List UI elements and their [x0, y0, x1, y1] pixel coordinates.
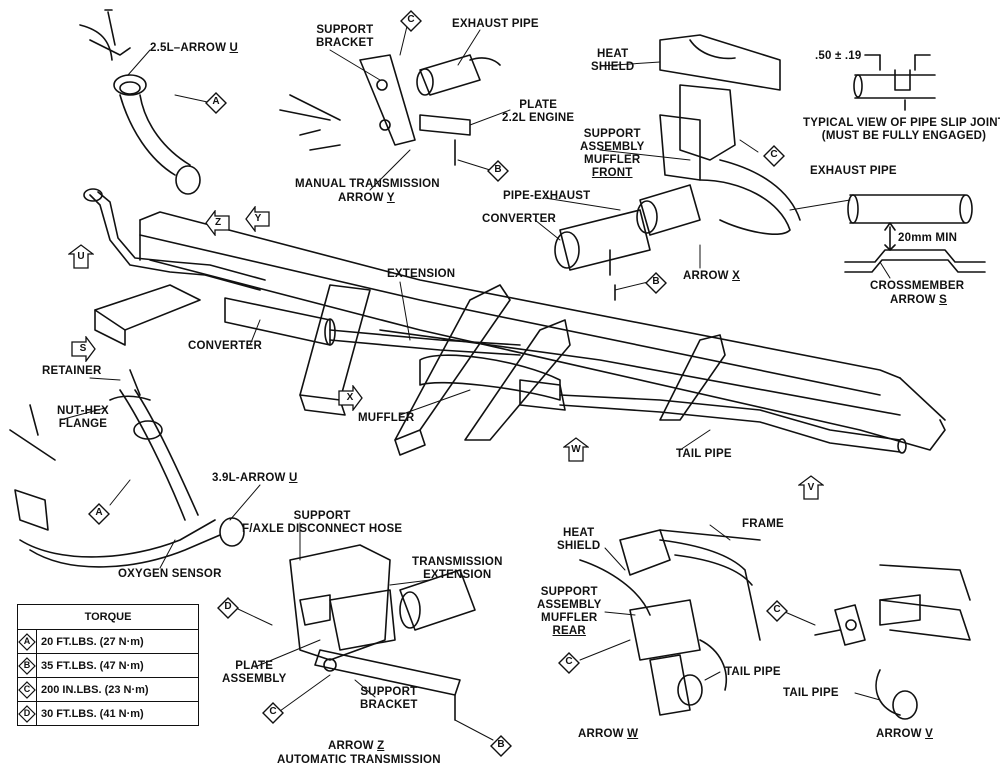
view-arrow-y-icon: Y [245, 206, 271, 232]
arrow-v-detail [814, 564, 971, 720]
label-plate-2-2l: PLATE 2.2L ENGINE [502, 99, 575, 124]
callout-a: A [88, 503, 110, 525]
label-tail-pipe-mid: TAIL PIPE [676, 448, 732, 460]
torque-row: C 200 IN.LBS. (23 N·m) [17, 677, 199, 702]
label-20mm-min: 20mm MIN [898, 232, 958, 244]
view-arrow-v-icon: V [798, 475, 824, 501]
label-heat-shield-rear: HEAT SHIELD [557, 527, 601, 552]
crossmember-3 [394, 284, 511, 456]
label-frame: FRAME [742, 518, 784, 530]
label-extension: EXTENSION [387, 268, 456, 280]
callout-c: C [400, 10, 422, 32]
label-25l-arrow-u: 2.5L–ARROW U [150, 42, 239, 54]
torque-key-diamond: A [18, 632, 36, 651]
torque-value: 30 FT.LBS. (41 N·m) [36, 701, 199, 726]
callout-c: C [763, 145, 785, 167]
torque-key-diamond: B [18, 656, 36, 675]
label-slip-joint-caption: TYPICAL VIEW OF PIPE SLIP JOINT (MUST BE… [803, 117, 1000, 142]
label-transmission-extension: TRANSMISSION EXTENSION [412, 556, 503, 581]
torque-value: 200 IN.LBS. (23 N·m) [36, 677, 199, 702]
tail-pipe-mid [559, 394, 907, 454]
label-support-bracket-top: SUPPORT BRACKET [316, 24, 374, 49]
callout-d: D [217, 597, 239, 619]
torque-value: 20 FT.LBS. (27 N·m) [36, 629, 199, 654]
label-39l-arrow-u: 3.9L-ARROW U [212, 472, 298, 484]
crossmember-s [844, 194, 986, 273]
torque-row: A 20 FT.LBS. (27 N·m) [17, 629, 199, 654]
manual-trans-support [279, 54, 501, 166]
frame-rail-left [139, 211, 946, 451]
label-crossmember: CROSSMEMBER [870, 280, 965, 292]
callout-b: B [490, 735, 512, 757]
callout-a: A [205, 92, 227, 114]
torque-header: TORQUE [17, 604, 199, 630]
label-exhaust-pipe-top: EXHAUST PIPE [452, 18, 539, 30]
torque-key-diamond: D [18, 704, 36, 723]
label-support-bracket-bottom: SUPPORT BRACKET [360, 686, 418, 711]
label-tail-pipe-rear: TAIL PIPE [725, 666, 781, 678]
frame-rail-right [379, 329, 901, 416]
label-arrow-v: ARROW V [876, 728, 933, 740]
torque-value: 35 FT.LBS. (47 N·m) [36, 653, 199, 678]
crossmember-4 [464, 319, 571, 441]
rear-support-assembly [629, 599, 727, 716]
label-tail-pipe-v: TAIL PIPE [783, 687, 839, 699]
label-muffler: MUFFLER [358, 412, 415, 424]
label-arrow-s: ARROW S [890, 294, 947, 306]
label-arrow-w: ARROW W [578, 728, 639, 740]
view-arrow-s-icon: S [70, 336, 96, 362]
label-oxygen-sensor: OXYGEN SENSOR [118, 568, 222, 580]
muffler-mid [419, 354, 566, 411]
front-converter-pipes [554, 184, 701, 301]
view-arrow-x-icon: X [337, 385, 363, 411]
label-support-disconnect-hose: SUPPORT F/AXLE DISCONNECT HOSE [242, 510, 403, 535]
label-slip-dimension: .50 ± .19 [815, 50, 862, 62]
extension-pipe [329, 329, 521, 356]
label-heat-shield-front: HEAT SHIELD [591, 48, 635, 73]
auto-trans-support [289, 544, 476, 721]
front-heat-shield [659, 34, 781, 91]
torque-row: B 35 FT.LBS. (47 N·m) [17, 653, 199, 678]
leader-lines [59, 21, 891, 741]
callout-b: B [487, 160, 509, 182]
view-arrow-z-icon: Z [205, 210, 231, 236]
torque-key-diamond: C [18, 680, 36, 699]
callout-b: B [645, 272, 667, 294]
torque-table: TORQUE A 20 FT.LBS. (27 N·m) B 35 FT.LBS… [17, 604, 199, 726]
label-converter-mid: CONVERTER [188, 340, 263, 352]
torque-header-row: TORQUE [17, 604, 199, 630]
label-arrow-z: ARROW Z [328, 740, 385, 752]
label-converter-right: CONVERTER [482, 213, 557, 225]
label-arrow-x: ARROW X [683, 270, 740, 282]
rear-heat-shield [579, 529, 761, 616]
label-manual-transmission: MANUAL TRANSMISSION [295, 178, 440, 190]
label-retainer: RETAINER [42, 365, 102, 377]
callout-c: C [766, 600, 788, 622]
torque-row: D 30 FT.LBS. (41 N·m) [17, 701, 199, 726]
view-arrow-u-icon: U [68, 244, 94, 270]
crossmember-1 [94, 284, 201, 346]
callout-c: C [558, 652, 580, 674]
slip-joint [853, 54, 936, 111]
exhaust-main-pipe [83, 188, 266, 291]
label-exhaust-pipe-right: EXHAUST PIPE [810, 165, 897, 177]
converter-mid [224, 297, 336, 346]
label-pipe-exhaust: PIPE-EXHAUST [503, 190, 591, 202]
crossmember-5 [659, 334, 726, 421]
pipe-39l [9, 369, 245, 568]
front-support-assembly [659, 84, 801, 235]
view-arrow-w-icon: W [563, 437, 589, 463]
label-automatic-transmission: AUTOMATIC TRANSMISSION [277, 754, 441, 766]
label-arrow-y: ARROW Y [338, 192, 395, 204]
rear-frame [659, 539, 761, 641]
label-plate-assembly: PLATE ASSEMBLY [222, 660, 287, 685]
label-nut-hex-flange: NUT-HEX FLANGE [57, 405, 109, 430]
pipe-25l [79, 9, 201, 195]
callout-c: C [262, 702, 284, 724]
